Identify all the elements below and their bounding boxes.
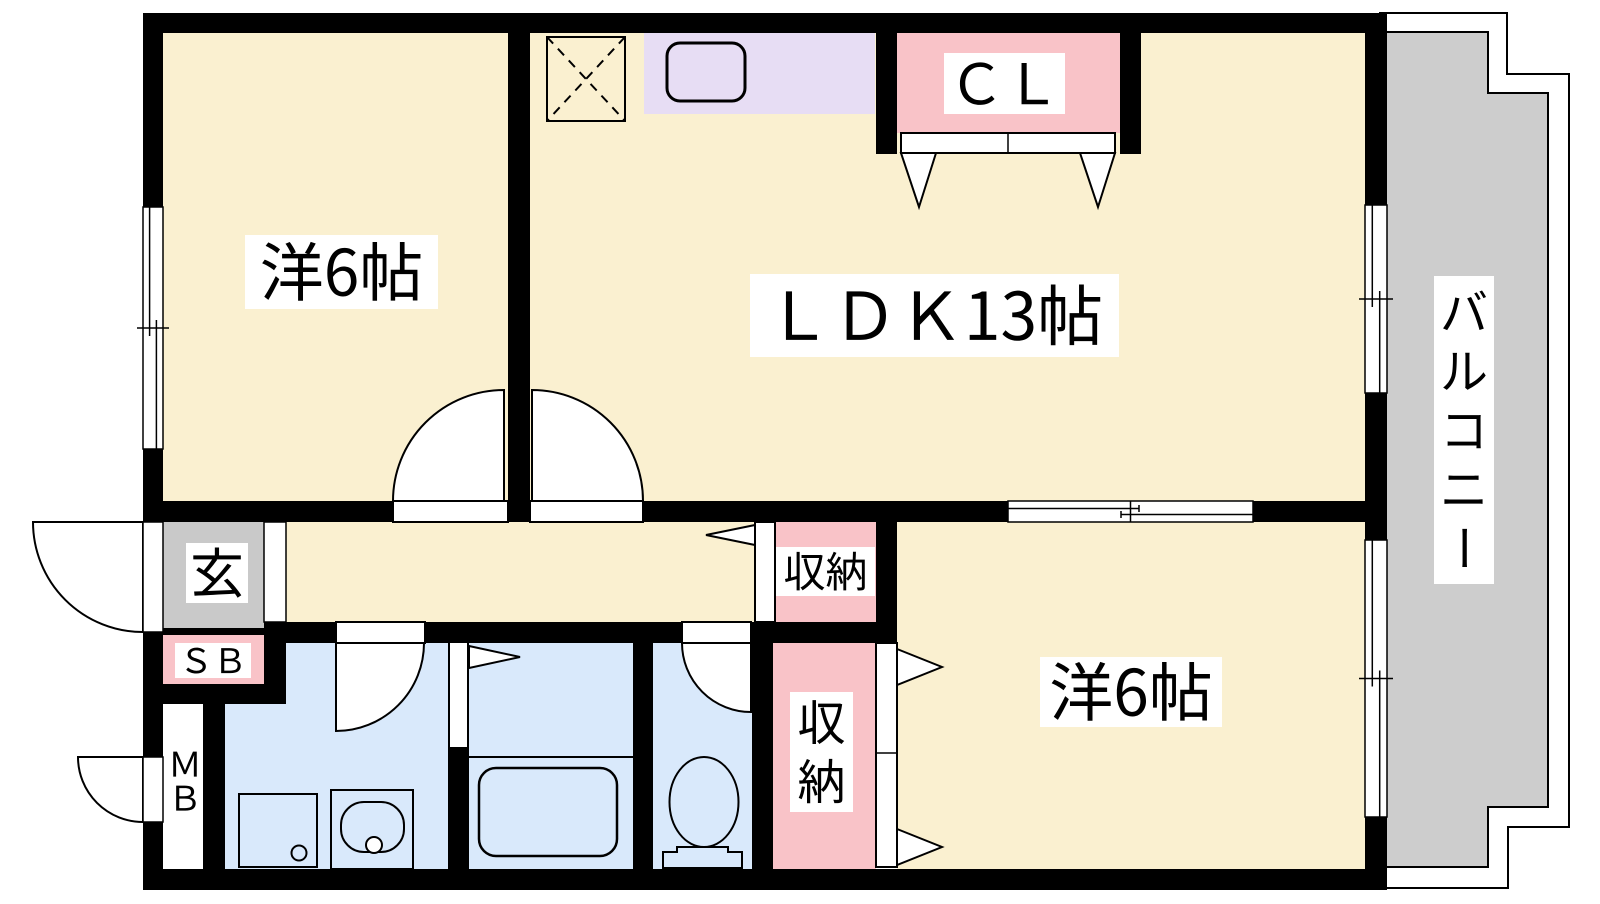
label-storage-hall: 収納 <box>776 547 875 596</box>
hallway-floor <box>286 522 755 622</box>
label-closet-cl-glyphs <box>959 62 1048 105</box>
wall-left-1 <box>143 13 163 207</box>
refrigerator-space <box>546 36 626 122</box>
label-meter-box-glyphs <box>173 751 197 811</box>
label-entrance: 玄 <box>186 543 248 603</box>
label-bedroom1: 洋6帖 <box>245 235 438 309</box>
washroom-door-swing <box>335 642 426 733</box>
bedroom2-east-window-sashes <box>1371 540 1381 817</box>
wall-hall-north-2 <box>643 501 1008 522</box>
vanity-faucet <box>365 836 383 854</box>
storage-bedroom2-door-wing-bottom <box>896 827 945 867</box>
label-storage-bedroom2-glyphs <box>798 700 845 804</box>
label-storage-hall-glyphs <box>784 551 865 591</box>
meter-box-door-leaf <box>142 756 164 823</box>
bathtub <box>469 756 633 858</box>
label-ldk: ＬＤＫ13帖 <box>750 274 1119 357</box>
label-shoe-box-glyphs <box>186 647 241 674</box>
storage-bedroom2-door-track <box>875 642 898 868</box>
vanity-basin <box>330 789 414 870</box>
storage-bedroom2-door-wing-top <box>896 647 945 687</box>
wall-washroom-bath <box>448 747 469 869</box>
storage-hall-door-wing <box>705 523 756 547</box>
label-ldk-glyphs <box>785 284 1101 346</box>
wall-meter-box-right <box>203 704 225 869</box>
label-shoe-box: ＳＢ <box>175 643 251 678</box>
label-bedroom2-glyphs <box>1051 661 1210 721</box>
wall-left-4 <box>143 822 163 890</box>
ldk-door-leaf <box>529 500 644 523</box>
label-bedroom1-glyphs <box>262 241 421 301</box>
bathroom-door-track <box>448 641 469 749</box>
bedroom1-door-leaf <box>392 500 509 523</box>
storage-bedroom2-folding-door <box>875 642 945 868</box>
toilet-door-leaf <box>681 621 752 644</box>
refrigerator-space-box <box>546 36 626 122</box>
wall-hall-south-3 <box>751 622 897 643</box>
storage-hall-folding-door <box>705 521 776 623</box>
wall-toilet-storage <box>752 643 773 869</box>
toilet-tank <box>662 846 743 869</box>
closet-cl-folding-door <box>899 132 1117 211</box>
toilet <box>662 756 743 869</box>
label-balcony: バルコニー <box>1434 276 1494 584</box>
label-storage-bedroom2: 収納 <box>790 692 853 812</box>
wall-closet-cl-right <box>1120 33 1141 154</box>
ldk-east-window-sashes <box>1371 205 1381 393</box>
washing-machine-pan <box>238 793 318 868</box>
label-shoe-box-bg <box>175 643 251 678</box>
washroom-floor-nook <box>225 704 286 869</box>
refrigerator-space-cross <box>546 36 626 122</box>
wall-hall-north-1 <box>143 501 393 522</box>
entrance-door-swing <box>31 521 144 634</box>
wall-entrance-column <box>264 622 286 704</box>
toilet-door-swing <box>680 642 752 714</box>
washing-machine-pan-box <box>238 793 318 868</box>
bathroom-door-wing <box>468 644 521 670</box>
bathtub-tub <box>477 766 619 858</box>
wall-top <box>143 13 1387 33</box>
wall-bath-toilet <box>633 643 653 869</box>
ldk-bedroom2-sliding-door <box>1007 500 1254 523</box>
wall-bottom <box>143 869 1387 890</box>
closet-cl-door-wing-right <box>1078 152 1117 211</box>
bedroom1-west-window-sashes <box>148 207 158 449</box>
bedroom1-west-window <box>137 206 169 450</box>
storage-hall-door-track <box>754 521 776 623</box>
vanity-box <box>330 789 414 870</box>
label-entrance-glyphs <box>193 547 242 598</box>
wall-closet-cl-left <box>876 33 897 154</box>
entrance-door-leaf <box>142 521 164 633</box>
label-closet-cl: ＣＬ <box>944 53 1065 114</box>
label-balcony-glyphs <box>1443 290 1487 568</box>
wall-above-meter-box <box>143 684 286 704</box>
entrance-step-strip <box>263 521 287 623</box>
label-bedroom2: 洋6帖 <box>1040 657 1222 727</box>
closet-cl-door-wing-left <box>899 152 938 211</box>
bedroom1-door-swing <box>391 388 505 502</box>
label-meter-box: ＭＢ <box>168 747 202 815</box>
washroom-door-leaf <box>335 621 426 644</box>
ldk-bedroom2-sliding-door-sashes <box>1008 501 1253 522</box>
wall-entrance-shoebox-divider <box>163 628 264 635</box>
ldk-door-swing <box>531 388 645 502</box>
wall-partition-bedroom1-ldk <box>508 33 530 522</box>
washing-machine-drain <box>290 844 308 862</box>
kitchen-sink <box>665 41 747 103</box>
wall-hall-north-3 <box>1253 501 1387 522</box>
wall-right-3 <box>1365 817 1387 890</box>
wall-right-1 <box>1365 13 1387 205</box>
meter-box-door-swing <box>76 756 144 824</box>
wall-storage-bedroom2 <box>876 501 897 622</box>
bedroom2-east-window <box>1359 539 1393 818</box>
bathroom-door <box>448 641 521 749</box>
wall-hall-south-2 <box>425 622 682 643</box>
ldk-east-window <box>1359 204 1393 394</box>
